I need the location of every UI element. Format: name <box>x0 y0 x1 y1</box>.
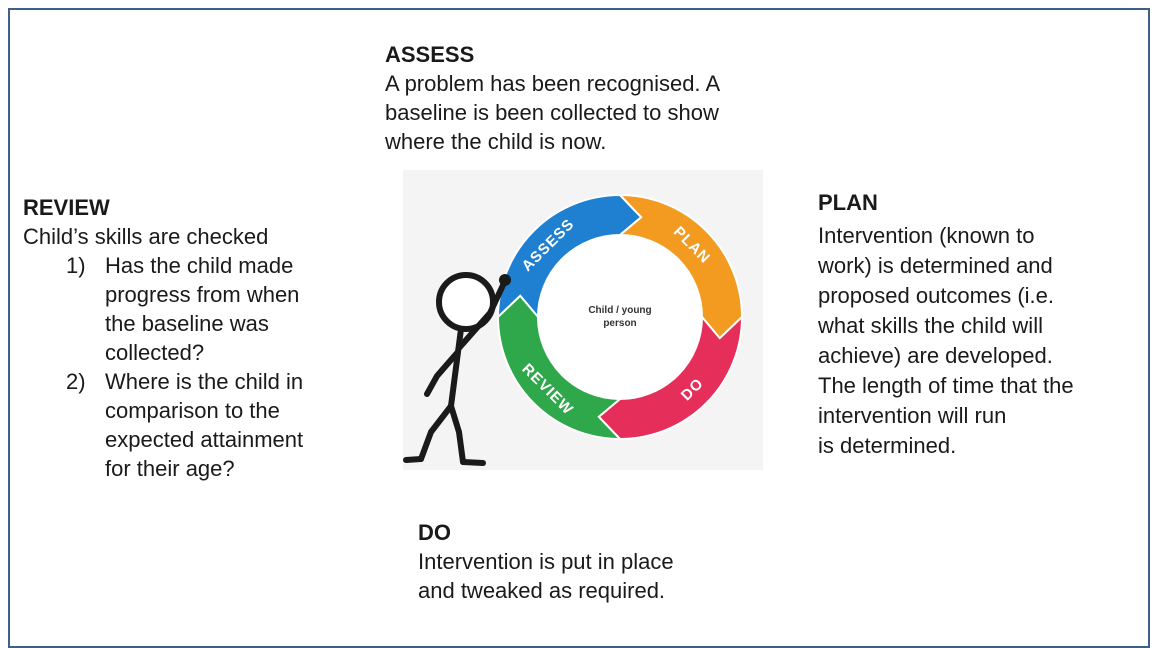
figure-left-foot <box>403 456 424 463</box>
review-question-item: 2) Where is the child in comparison to t… <box>23 367 373 483</box>
plan-line: what skills the child will <box>818 313 1043 338</box>
review-question-line: Where is the child in <box>105 369 304 394</box>
do-line: Intervention is put in place <box>418 549 674 574</box>
review-question-line: the baseline was <box>105 311 269 336</box>
review-question-item: 1) Has the child made progress from when… <box>23 251 373 367</box>
plan-line: Intervention (known to <box>818 223 1035 248</box>
review-question-line: collected? <box>105 340 205 365</box>
assess-text-block: ASSESS A problem has been recognised. A … <box>385 40 825 156</box>
review-heading: REVIEW <box>23 195 110 220</box>
plan-line: intervention will run <box>818 403 1007 428</box>
do-line: and tweaked as required. <box>418 578 666 603</box>
center-label-line1: Child / young <box>588 305 651 316</box>
figure-hand <box>499 274 511 286</box>
assess-line: where the child is now. <box>385 129 607 154</box>
figure-body <box>448 326 464 409</box>
review-question-list: 1) Has the child made progress from when… <box>23 251 373 483</box>
figure-left-leg <box>418 403 454 462</box>
review-text-block: REVIEW Child’s skills are checked 1) Has… <box>23 193 373 483</box>
review-question-line: expected attainment <box>105 427 304 452</box>
plan-line: proposed outcomes (i.e. <box>818 283 1055 308</box>
plan-text-block: PLAN Intervention (known to work) is det… <box>818 188 1148 461</box>
review-question-number: 2) <box>66 369 86 394</box>
assess-line: baseline is been collected to show <box>385 100 719 125</box>
figure-right-foot <box>460 459 486 466</box>
review-question-line: comparison to the <box>105 398 280 423</box>
figure-right-leg <box>448 403 466 465</box>
assess-heading: ASSESS <box>385 42 475 67</box>
review-question-line: progress from when <box>105 282 300 307</box>
plan-heading: PLAN <box>818 190 878 215</box>
do-text-block: DO Intervention is put in place and twea… <box>418 518 758 605</box>
figure-raised-arm <box>456 280 507 351</box>
do-heading: DO <box>418 520 451 545</box>
plan-line: work) is determined and <box>818 253 1053 278</box>
plan-line: The length of time that the <box>818 373 1074 398</box>
review-question-line: for their age? <box>105 456 235 481</box>
plan-line: is determined. <box>818 433 957 458</box>
figure-lower-arm <box>424 350 460 397</box>
review-question-line: Has the child made <box>105 253 294 278</box>
cycle-center-circle <box>538 235 702 399</box>
review-question-number: 1) <box>66 253 86 278</box>
review-intro: Child’s skills are checked <box>23 224 269 249</box>
plan-line: achieve) are developed. <box>818 343 1053 368</box>
center-label-line2: person <box>603 318 636 329</box>
stick-figure <box>403 272 507 466</box>
assess-line: A problem has been recognised. A <box>385 71 721 96</box>
